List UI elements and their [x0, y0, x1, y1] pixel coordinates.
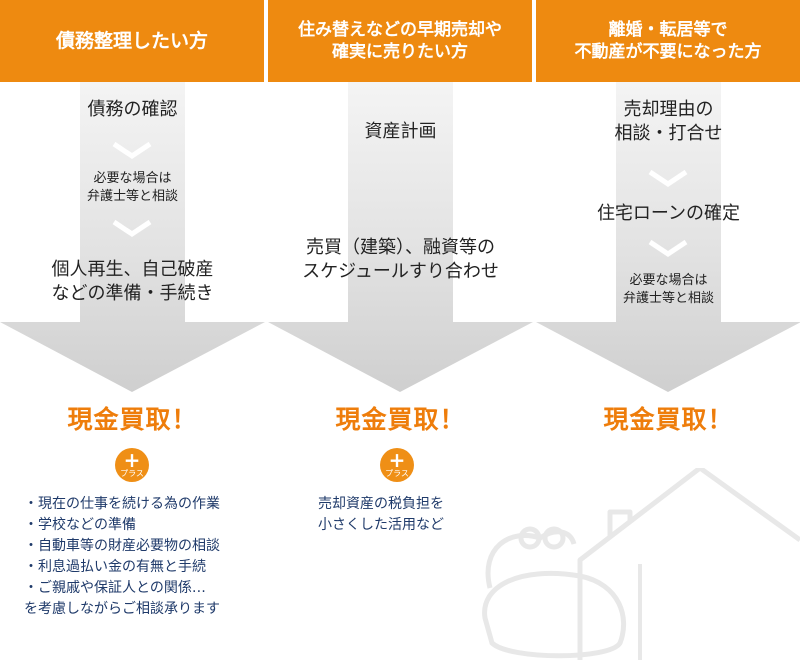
flow-arrow-3: [536, 82, 800, 422]
column-2-header: 住み替えなどの早期売却や 確実に売りたい方: [268, 0, 532, 82]
note-item: ご親戚や保証人との関係…: [24, 578, 220, 599]
col1-notes: 現在の仕事を続ける為の作業 学校などの準備 自動車等の財産必要物の相談 利息過払…: [24, 494, 220, 620]
chevron-down-icon: [112, 219, 152, 238]
col1-step-1: 債務の確認: [87, 99, 178, 120]
coin-purse-icon: [482, 526, 627, 659]
col1-step-3: 個人再生、自己破産 などの準備・手続き: [51, 259, 214, 304]
house-outline-icon: [482, 468, 800, 660]
col2-result: 現金買取！: [335, 405, 466, 434]
flow-arrow-1: [0, 82, 265, 422]
col1-result: 現金買取！: [67, 405, 198, 434]
col3-step-1: 売却理由の 相談・打合せ: [614, 99, 723, 144]
col3-result: 現金買取！: [603, 405, 734, 434]
col1-step-2: 必要な場合は 弁護士等と相談: [86, 171, 178, 204]
plus-badge-icon: +プラス: [115, 448, 149, 482]
col1-notes-closing: を考慮しながらご相談承ります: [24, 601, 220, 617]
note-item: 現在の仕事を続ける為の作業: [24, 494, 220, 515]
chevron-down-icon: [648, 169, 688, 188]
column-3-header: 離婚・転居等で 不動産が不要になった方: [536, 0, 800, 82]
plus-badge-icon: +プラス: [380, 448, 414, 482]
note-item: 利息過払い金の有無と手続: [24, 557, 220, 578]
col3-step-2: 住宅ローンの確定: [596, 203, 741, 224]
note-item: 学校などの準備: [24, 515, 220, 536]
col2-step-1: 資産計画: [364, 121, 437, 142]
flow-arrow-2: [268, 82, 533, 422]
note-item: 自動車等の財産必要物の相談: [24, 536, 220, 557]
chevron-down-icon: [112, 141, 152, 160]
col2-step-2: 売買（建築）、融資等の スケジュールすり合わせ: [302, 237, 499, 282]
chevron-down-icon: [648, 239, 688, 258]
col2-notes: 売却資産の税負担を 小さくした活用など: [318, 496, 444, 533]
col3-step-3: 必要な場合は 弁護士等と相談: [622, 273, 714, 306]
column-1-header: 債務整理したい方: [0, 0, 264, 82]
